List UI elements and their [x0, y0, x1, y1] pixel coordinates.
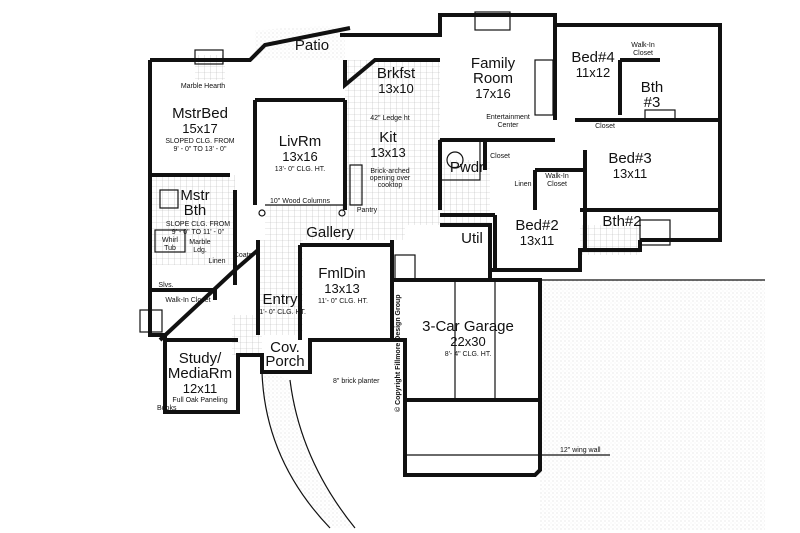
- bed2-size: 13x11: [520, 233, 554, 248]
- bth3-label-2: #3: [644, 94, 661, 111]
- floor-textures: [150, 25, 765, 530]
- walkway-curve-outer: [289, 379, 356, 529]
- shelves-label: Slvs.: [158, 282, 173, 289]
- livrm-note: 13'- 0" CLG. HT.: [275, 166, 326, 173]
- study-label-1: Study/: [179, 350, 222, 367]
- coats-label: Coats: [234, 252, 253, 259]
- fmldin-size: 13x13: [324, 281, 359, 296]
- gallery-label: Gallery: [306, 224, 354, 241]
- garage-label: 3-Car Garage: [422, 318, 514, 335]
- bth3-label-1: Bth: [641, 79, 664, 96]
- walkin-bed4-2: Closet: [633, 50, 653, 57]
- bed3-size: 13x11: [613, 166, 647, 181]
- closet-pwdr: Closet: [490, 153, 510, 160]
- wood-columns-label: 10" Wood Columns: [270, 198, 330, 205]
- island-icon: [439, 139, 481, 181]
- copyright-label: © Copyright Fillmore Design Group: [394, 294, 402, 412]
- counter-icon: [349, 164, 363, 206]
- bth2-label: Bth#2: [602, 213, 641, 230]
- brkfst-size: 13x10: [378, 81, 413, 96]
- walkin-bed4-1: Walk-In: [631, 42, 655, 49]
- livrm-size: 13x16: [282, 149, 317, 164]
- marble-ldg-1: Marble: [189, 239, 211, 246]
- entertainment-label-2: Center: [497, 122, 519, 129]
- brick-planter-label: 8" brick planter: [333, 378, 380, 385]
- family-label-2: Room: [473, 70, 513, 87]
- marble-ldg-2: Ldg.: [193, 247, 207, 254]
- walls: [148, 13, 722, 477]
- mstrbth-label-1: Mstr: [180, 187, 209, 204]
- whirl-tub-1: Whirl: [162, 237, 178, 244]
- bed2-label: Bed#2: [515, 217, 558, 234]
- fireplace-icon: [474, 11, 511, 31]
- family-label-1: Family: [471, 55, 516, 72]
- livrm-label: LivRm: [279, 133, 322, 150]
- kit-note3: cooktop: [378, 182, 403, 189]
- study-size: 12x11: [183, 381, 217, 396]
- marble-hearth-label: Marble Hearth: [181, 83, 225, 90]
- kit-size: 13x13: [370, 145, 405, 160]
- mstrbed-label: MstrBed: [172, 105, 228, 122]
- family-size: 17x16: [475, 86, 510, 101]
- bed4-label: Bed#4: [571, 49, 614, 66]
- hearth-icon: [194, 49, 224, 65]
- mstrbth-label-2: Bth: [184, 202, 207, 219]
- labels: Patio Marble Hearth MstrBed 15x17 SLOPED…: [157, 37, 663, 454]
- chair-icon: [139, 309, 163, 333]
- study-label-2: MediaRm: [168, 365, 232, 382]
- pwdr-label: Pwdr: [450, 159, 484, 176]
- ledge-label: 42" Ledge ht: [370, 115, 410, 122]
- mstrbed-note1: SLOPED CLG. FROM: [165, 138, 234, 145]
- fmldin-note: 11'- 0" CLG. HT.: [318, 298, 368, 305]
- brkfst-label: Brkfst: [377, 65, 416, 82]
- bed4-size: 11x12: [576, 65, 610, 80]
- whirl-tub-icon: [154, 229, 186, 253]
- walkin-mstr: Walk-In Closet: [165, 297, 210, 304]
- cov-porch-2: Porch: [265, 353, 304, 370]
- entry-label: Entry: [262, 291, 298, 308]
- wing-wall-label: 12" wing wall: [560, 447, 601, 454]
- entry-note: 11'- 0" CLG. HT.: [256, 309, 306, 316]
- pantry-label: Pantry: [357, 207, 378, 214]
- cov-porch-1: Cov.: [270, 339, 300, 356]
- study-note: Full Oak Paneling: [172, 397, 227, 404]
- shower-icon: [159, 189, 179, 209]
- washer-icon: [394, 254, 416, 281]
- linen-hall: Linen: [514, 181, 531, 188]
- patio-label: Patio: [295, 37, 329, 54]
- garage-note: 8'- 4" CLG. HT.: [445, 351, 492, 358]
- tub-icon: [644, 109, 676, 121]
- kit-label: Kit: [379, 129, 397, 146]
- kit-note2: opening over: [370, 175, 411, 182]
- closet-bed4: Closet: [595, 123, 615, 130]
- tub2-icon: [639, 219, 671, 246]
- util-label: Util: [461, 230, 483, 247]
- fixtures: [139, 11, 765, 529]
- mstrbed-note2: 9' - 0" TO 13' - 0": [174, 146, 227, 153]
- bed3-label: Bed#3: [608, 150, 651, 167]
- mstrbth-note1: SLOPE CLG. FROM: [166, 221, 230, 228]
- fmldin-label: FmlDin: [318, 265, 366, 282]
- walkway-curve-inner: [261, 371, 331, 529]
- toilet-icon: [446, 151, 464, 169]
- entertainment-label-1: Entertainment: [486, 114, 530, 121]
- garage-size: 22x30: [450, 334, 485, 349]
- entertainment-unit-icon: [534, 59, 554, 116]
- walkin-bed3-2: Closet: [547, 181, 567, 188]
- whirl-tub-2: Tub: [164, 245, 176, 252]
- kit-note1: Brick-arched: [370, 168, 409, 175]
- mstrbth-note2: 9' - 0" TO 11' - 0": [172, 229, 225, 236]
- books-label: Books: [157, 405, 177, 412]
- walkin-bed3-1: Walk-In: [545, 173, 569, 180]
- mstrbed-size: 15x17: [182, 121, 217, 136]
- linen-mstr: Linen: [208, 258, 225, 265]
